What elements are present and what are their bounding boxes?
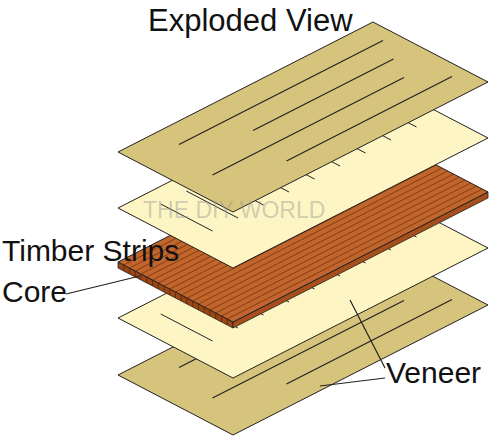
veneer-leader-line: [320, 300, 385, 386]
part-label: Veneer: [386, 356, 481, 389]
top-veneer-sheet: [118, 22, 488, 212]
watermark: THE DIY WORLD: [143, 198, 325, 223]
part-label: Timber Strips: [2, 234, 179, 267]
diagram-title: Exploded View: [148, 4, 353, 38]
part-label: Core: [2, 275, 67, 308]
core-leader-line: [66, 276, 140, 294]
